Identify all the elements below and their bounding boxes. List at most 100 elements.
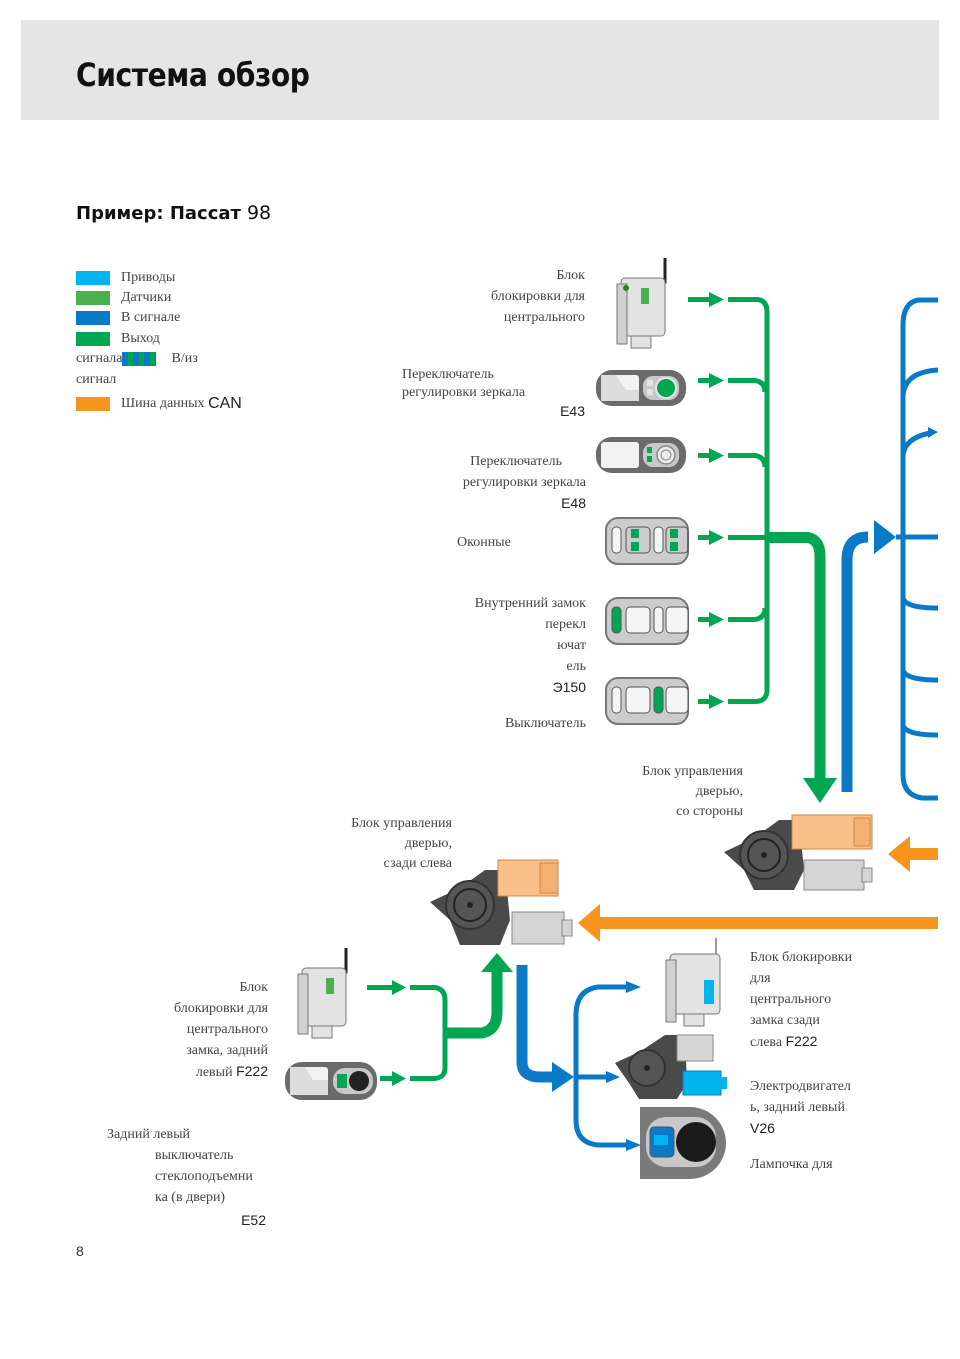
label-line: Выключатель	[504, 716, 586, 731]
label-line: стеклоподъемни	[155, 1169, 253, 1184]
arrow-right-icon	[380, 1071, 406, 1086]
switch-panel-off	[605, 677, 689, 725]
label-central-lock-front: Блок блокировки для центрального	[440, 265, 585, 328]
label-door-ctrl-rear-left: Блок управления дверью, сзади слева	[300, 814, 452, 874]
label-line: Блок	[239, 980, 268, 995]
arrow-right-icon	[698, 694, 724, 709]
label-line: Блок управления	[642, 764, 743, 779]
legend-label: Шина данных	[121, 396, 205, 411]
label-line: ка (в двери)	[155, 1190, 226, 1205]
label-line: Внутренний замок	[474, 596, 586, 611]
can-bus	[578, 836, 938, 942]
label-mirror-switch-e48: Переключатель регулировки зеркала E48	[440, 451, 586, 514]
blue-bus-rear	[573, 984, 628, 1148]
legend-item-inout: сигнала В/из	[76, 351, 198, 367]
blue-output-arrow	[516, 965, 556, 1083]
label-code: V26	[750, 1120, 775, 1136]
green-bus-top	[728, 297, 770, 704]
legend-swatch-sensors	[76, 291, 110, 305]
blue-input-arrow	[841, 531, 869, 792]
inner-lock-switch-panel	[605, 597, 689, 645]
label-line: Оконные	[457, 535, 511, 550]
page-title: Система обзор	[76, 56, 310, 94]
arrow-right-icon	[552, 1062, 574, 1092]
label-line: Лампочка для	[750, 1157, 833, 1172]
central-lock-rear-left	[297, 948, 348, 1039]
label-lamp: Лампочка для	[750, 1154, 833, 1175]
label-line: Блок	[556, 268, 585, 283]
arrow-right-icon	[626, 981, 641, 993]
legend-swatch-actuators	[76, 271, 110, 285]
legend-swatch-signal-in	[76, 311, 110, 325]
label-inner-lock-switch: Внутренний замок перекл ючат ель Э150	[440, 593, 586, 698]
arrow-up-icon	[481, 953, 513, 972]
label-line: дверью,	[404, 836, 452, 851]
label-line: Блок блокировки	[750, 950, 853, 965]
arrow-right-icon	[698, 612, 724, 627]
legend-item-signal-in: В сигнале	[76, 310, 180, 326]
legend-item-actuators: Приводы	[76, 270, 175, 286]
blue-bus-right	[896, 297, 939, 801]
label-line: Электродвигател	[750, 1079, 851, 1094]
legend-item-sensors: Датчики	[76, 290, 171, 306]
legend-item-can: Шина данных CAN	[76, 395, 242, 413]
label-code: E48	[561, 495, 586, 511]
label-line: ь, задний левый	[750, 1100, 845, 1115]
label-line: центрального	[186, 1022, 268, 1037]
label-text: слева	[750, 1035, 783, 1050]
label-line: дверью,	[695, 784, 743, 799]
label-line: ель	[566, 659, 586, 674]
label-line: для	[750, 971, 771, 986]
subtitle-text: Пример: Пассат	[76, 203, 241, 224]
header-bar: Система обзор	[21, 20, 939, 120]
legend-label: В/из	[171, 351, 198, 366]
label-central-lock-rear-left: Блок блокировки для центрального замка, …	[130, 977, 268, 1083]
legend-label-code: CAN	[208, 395, 242, 412]
arrow-right-icon	[698, 373, 724, 388]
legend-item-inout-line2: сигнал	[76, 372, 116, 388]
label-mirror-switch-e43: Переключатель регулировки зеркала E43	[402, 366, 585, 420]
arrow-right-icon	[367, 980, 406, 995]
can-line-main	[598, 917, 938, 929]
arrow-right-icon	[688, 292, 724, 307]
arrow-right-icon	[874, 520, 896, 554]
label-line: Задний левый	[107, 1127, 191, 1142]
legend-swatch-can	[76, 397, 110, 411]
label-line: ючат	[557, 638, 586, 653]
window-switch-panel	[605, 517, 689, 565]
legend-label: Выход	[121, 331, 160, 346]
arrow-right-icon	[698, 448, 724, 463]
legend-label: сигнала	[76, 351, 123, 366]
label-switch-off: Выключатель	[440, 713, 586, 734]
legend-label: сигнал	[76, 372, 117, 387]
label-line: блокировки для	[173, 1001, 268, 1016]
lamp-switch-panel	[640, 1107, 726, 1179]
arrow-right-icon	[698, 530, 724, 545]
label-text: левый	[195, 1065, 233, 1080]
arrow-down-icon	[803, 778, 837, 803]
central-lock-actuator-rear-left	[665, 938, 721, 1027]
door-control-unit-front	[724, 814, 873, 891]
label-motor-rl: Электродвигател ь, задний левый V26	[750, 1076, 851, 1139]
subtitle-model-number: 98	[246, 202, 272, 224]
green-input-arrows	[688, 292, 724, 709]
arrow-right-icon	[626, 1139, 641, 1151]
label-line: слева F222	[750, 1031, 852, 1053]
legend-swatch-signal-out	[76, 332, 110, 346]
label-code: F222	[785, 1033, 818, 1049]
legend-label: Датчики	[121, 290, 172, 305]
rear-window-switch-e52	[285, 1062, 377, 1100]
label-line: Блок управления	[351, 816, 452, 831]
green-bus-rear	[410, 985, 448, 1081]
label-line: регулировки зеркала	[402, 385, 526, 400]
label-line: перекл	[545, 617, 586, 632]
mirror-switch-e48	[596, 437, 686, 473]
green-main-arrow	[765, 532, 826, 780]
label-code: E52	[241, 1212, 266, 1228]
arrow-right-icon	[606, 1071, 620, 1083]
label-rear-window-switch: Задний левый выключатель стеклоподъемни …	[107, 1124, 266, 1231]
label-line: центрального	[503, 310, 585, 325]
label-line: выключатель	[155, 1148, 234, 1163]
